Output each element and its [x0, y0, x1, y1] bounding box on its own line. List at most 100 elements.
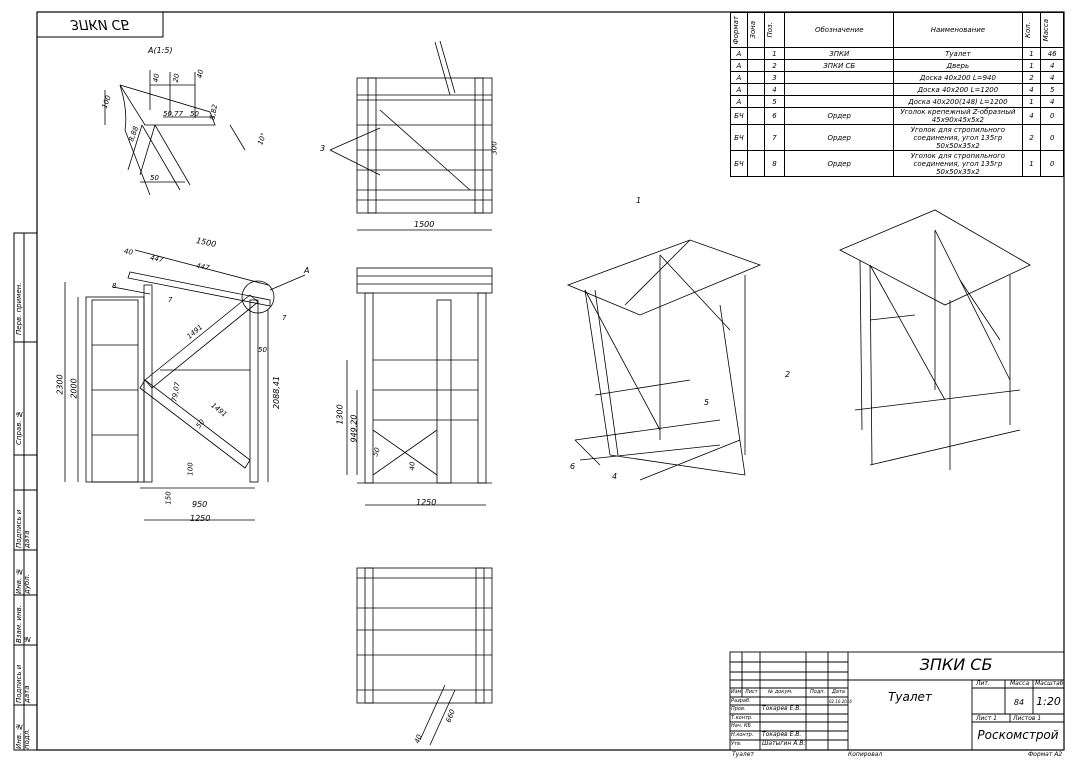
cell: ЗПКИ [784, 47, 895, 60]
cell: А [730, 59, 748, 72]
cell [746, 71, 765, 84]
tb-role: Пров. [731, 706, 746, 712]
cell: Уголок крепежный Z-образный 45х90х45х5х2 [893, 107, 1023, 125]
cell: БЧ [730, 150, 748, 177]
cell: 1 [1021, 150, 1042, 177]
cell: 2 [1021, 124, 1042, 151]
tb-role: Т.контр. [731, 715, 753, 721]
tb-footer-left: Туалет [732, 751, 754, 758]
dim-label: 950 [192, 500, 208, 509]
stamp-text: ЗПКИ СБ [70, 16, 130, 31]
cell: 7 [763, 124, 786, 151]
dim-label: 50,77 [163, 110, 184, 118]
pos-label: 7 [282, 314, 287, 322]
tb-role: Разраб. [731, 698, 751, 704]
pos-label: 7 [168, 296, 173, 304]
cell: БЧ [730, 124, 748, 151]
tb-head-list: Лист [745, 689, 758, 695]
spec-h-format: Формат [732, 15, 740, 45]
dim-label: 40 [408, 461, 417, 471]
cell: Уголок для стропильного соединения, угол… [893, 124, 1023, 151]
spec-h-qty: Кол. [1023, 22, 1032, 38]
cell: ЗПКИ СБ [784, 59, 895, 72]
spec-h-name: Наименование [893, 12, 1023, 48]
pos-label: 5 [704, 398, 710, 407]
tb-head-date: Дата [832, 689, 845, 695]
tb-date: 02.10.2016 [829, 699, 852, 704]
pos-label: 3 [320, 144, 326, 153]
cell: 1 [1021, 59, 1042, 72]
tb-col-mass: Масса [1010, 680, 1030, 687]
top-view-drawing [329, 40, 493, 231]
cell: 0 [1040, 124, 1064, 151]
side-label-sprav: Справ. № [15, 410, 23, 445]
cell: 2 [763, 59, 786, 72]
tb-footer-format: Формат А2 [1028, 751, 1063, 758]
cell: 8 [763, 150, 786, 177]
dim-label: 1250 [416, 498, 437, 507]
cell: Ордер [784, 150, 895, 177]
spec-h-mass: Масса [1042, 18, 1051, 42]
cell: Туалет [893, 47, 1023, 60]
dim-label: 2300 [55, 374, 65, 395]
tb-footer-copy: Копировал [848, 751, 883, 758]
cell: 4 [1040, 71, 1064, 84]
cell: Доска 40х200 L=1200 [893, 83, 1023, 96]
cell: 1 [1021, 95, 1042, 108]
detail-a-drawing [104, 70, 246, 196]
tb-designation: ЗПКИ СБ [919, 655, 993, 674]
cell: Доска 40х200 L=940 [893, 71, 1023, 84]
side-label-podp1: Подпись и дата [15, 509, 31, 548]
cell: БЧ [730, 107, 748, 125]
cell: А [730, 71, 748, 84]
pos-label: 2 [785, 370, 791, 379]
callout-a: А [304, 266, 310, 275]
cell: 3 [763, 71, 786, 84]
tb-col-scale: Масштаб [1035, 680, 1064, 687]
cell: А [730, 47, 748, 60]
tb-head-izm: Изм. [731, 689, 743, 695]
dim-label: 50 [258, 346, 267, 354]
cell: 0 [1040, 150, 1064, 177]
tb-sheets: Листов 1 [1013, 715, 1042, 722]
dim-label: 100 [186, 462, 195, 476]
cell [746, 150, 765, 177]
cell: 1 [1021, 47, 1042, 60]
cell: Ордер [784, 107, 895, 125]
dim-label: 40 [123, 247, 134, 257]
cell: 4 [1040, 59, 1064, 72]
cell: 4 [1021, 83, 1042, 96]
cell: 5 [1040, 83, 1064, 96]
spec-h-designation: Обозначение [784, 12, 895, 48]
spec-h-zone: Зона [748, 21, 757, 39]
spec-header-row: Формат Зона Поз. Обозначение Наименовани… [730, 12, 1064, 48]
tb-role: Утв. [731, 741, 742, 747]
side-label-perv: Перв. примен. [15, 282, 23, 335]
cell: А [730, 83, 748, 96]
side-label-podp2: Подпись и дата [15, 664, 31, 703]
tb-role: Н.контр. [731, 732, 754, 738]
bottom-view-drawing [356, 567, 493, 746]
cell: Уголок для стропильного соединения, угол… [893, 150, 1023, 177]
cell [746, 83, 765, 96]
tb-col-lit: Лит. [976, 680, 990, 687]
tb-mass: 84 [1013, 698, 1025, 707]
spec-h-pos: Поз. [765, 22, 774, 38]
cell: А [730, 95, 748, 108]
binding-strip [13, 232, 38, 751]
cell: Дверь [893, 59, 1023, 72]
tb-role: Нач. КБ [731, 723, 751, 729]
dim-label: 300 [490, 141, 499, 155]
side-label-inv-dubl: Инв. № дубл. [15, 567, 31, 594]
cell: 4 [763, 83, 786, 96]
tb-head-doc: № докум. [768, 689, 793, 695]
side-label-vzam: Взам. инв. № [15, 604, 31, 643]
cell: 2 [1021, 71, 1042, 84]
cell: Ордер [784, 124, 895, 151]
cell: 46 [1040, 47, 1064, 60]
specification-table: Формат Зона Поз. Обозначение Наименовани… [730, 12, 1064, 177]
title-block-grid [729, 651, 1065, 751]
